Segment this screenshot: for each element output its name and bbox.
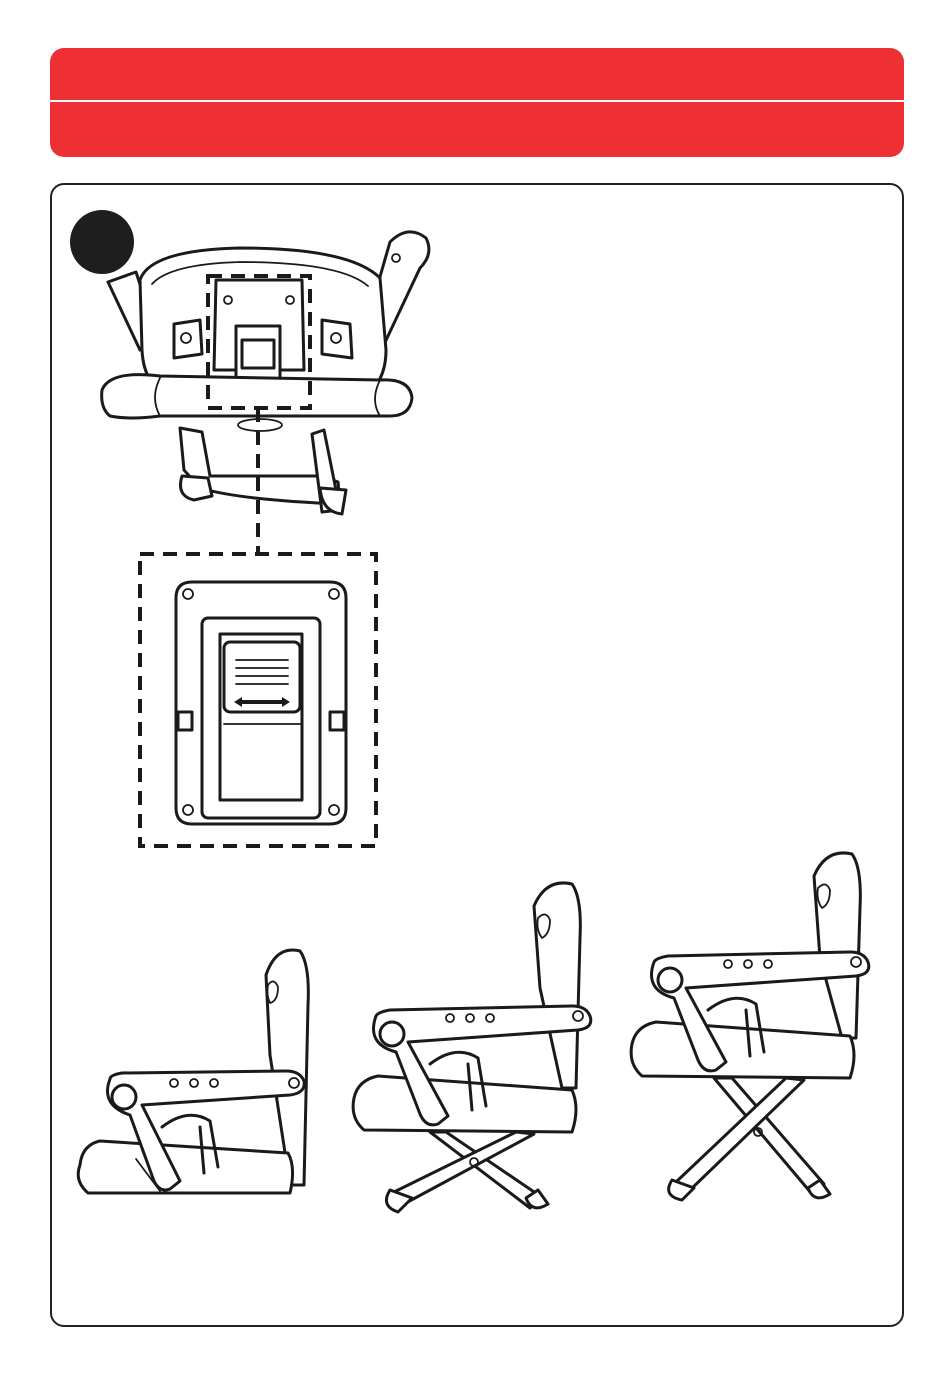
- height-adjust-slider: [138, 552, 380, 850]
- header-divider: [50, 100, 904, 102]
- chair-position-high: [628, 848, 878, 1208]
- seat-underside-view: [90, 220, 450, 520]
- header-banner: [50, 48, 904, 157]
- chair-position-low: [70, 945, 320, 1205]
- step-number-badge: [70, 210, 134, 274]
- chair-position-middle: [350, 878, 600, 1218]
- detail-connector: [248, 408, 268, 558]
